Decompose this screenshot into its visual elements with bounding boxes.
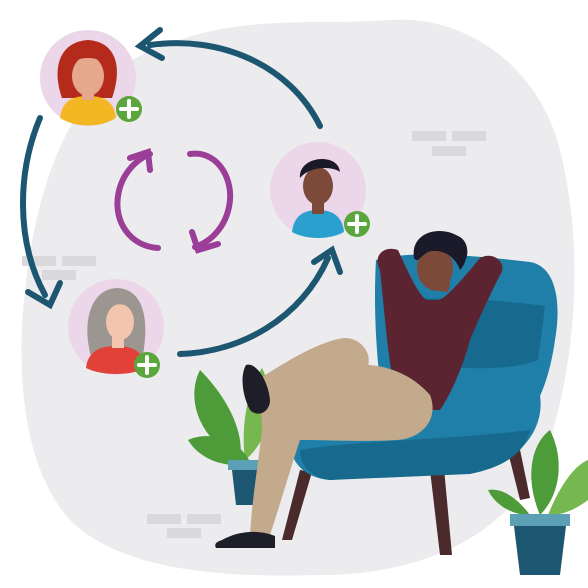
- add-badge[interactable]: [116, 96, 142, 122]
- plus-icon: [119, 99, 139, 119]
- avatar-dark-hair: [270, 142, 366, 238]
- potted-plant-right: [488, 430, 588, 575]
- circular-arrows-icon: [20, 27, 343, 357]
- refresh-icon: [114, 147, 234, 254]
- add-badge[interactable]: [344, 211, 370, 237]
- plus-icon: [137, 355, 157, 375]
- avatar-grey-hair: [68, 279, 164, 375]
- plus-icon: [347, 214, 367, 234]
- wall-bricks: [22, 131, 486, 538]
- add-badge[interactable]: [134, 352, 160, 378]
- avatar-red-hair: [40, 30, 136, 126]
- person-relaxing-in-chair: [215, 230, 503, 548]
